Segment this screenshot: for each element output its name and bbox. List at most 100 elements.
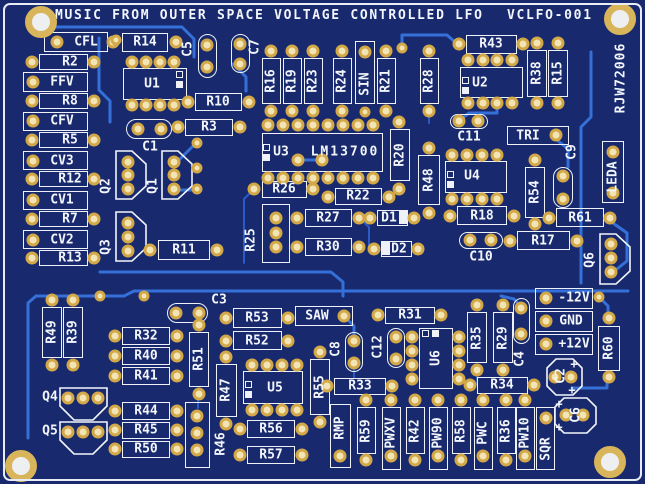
Q1-label: Q1 [145,178,161,194]
R47-label: R47 [218,378,234,402]
U3-pad [336,118,350,132]
SAW-pad [337,309,351,323]
R35-pad [470,298,484,312]
via-pad [593,291,605,303]
R22-label: R22 [346,188,370,204]
Q3-pad [121,216,135,230]
R31-label: R31 [398,307,422,323]
FFV-pad [26,75,40,89]
R55-label: R55 [312,375,328,399]
R46-label: R46 [213,432,229,456]
U5-pad [290,358,304,372]
U1-pad [139,98,153,112]
R35-label: R35 [469,326,485,350]
PWXV-label: PWXV [383,417,399,449]
R19-outline [283,58,302,104]
LEDA-pad [606,145,620,159]
R49-pad [45,358,59,372]
U3-type-label: LM13700 [310,144,380,160]
U5-pin1-mark [245,391,252,398]
R61-pad [603,211,617,225]
U4-pad [475,148,489,162]
mounting-hole [594,446,626,478]
PW10-pad [518,449,532,463]
C6-polarity-plus: + [555,397,563,411]
PW90-pad [431,393,445,407]
R55-pad [313,415,327,429]
via-pad [110,34,122,46]
U5-pad [290,403,304,417]
R39-pad [66,358,80,372]
R53-label: R53 [245,310,269,326]
U2-pin1-mark [462,77,469,84]
R27-label: R27 [316,210,340,226]
R18-pad [507,209,521,223]
R48-pad [422,141,436,155]
R55-pad [313,345,327,359]
R43-pad [452,37,466,51]
R36-pad [499,393,513,407]
C4-label: C4 [512,351,528,367]
C11-label: C11 [457,129,481,145]
C10-outline [459,232,503,249]
R56-label: R56 [259,421,283,437]
R21-label: R21 [378,69,394,93]
Q2-outline [115,150,147,200]
U1-label: U1 [144,76,160,92]
R47-outline [216,364,237,417]
C3-pad [192,306,206,320]
R45-label: R45 [134,422,158,438]
R53-pad [219,311,233,325]
R28-outline [420,58,439,104]
R28-label: R28 [421,69,437,93]
D2-label: D2 [391,241,407,257]
U3-pad [321,171,335,185]
U3-pin1-mark [263,154,270,161]
R2-pad [25,55,39,69]
C9-outline [553,167,573,208]
U4-pad [490,148,504,162]
R61-pad [542,211,556,225]
U4-pad [475,192,489,206]
R7-label: R7 [62,211,78,227]
R17-label: R17 [531,233,555,249]
U4-pad [445,192,459,206]
Q6-label: Q6 [582,252,598,268]
R51-outline [189,332,209,387]
R10-label: R10 [206,94,230,110]
R45-outline [122,422,170,439]
C7-pad [233,57,247,71]
via-pad [191,183,203,195]
R27-outline [305,209,352,227]
R20-label: R20 [392,143,408,167]
CFV-pad [26,114,40,128]
R59-pad [359,453,373,467]
PWXV-outline [382,407,401,470]
SIN-pad [358,45,372,59]
FFV-outline [23,72,88,92]
R48-outline [418,155,440,205]
U5-pad [275,403,289,417]
R23-pad [306,44,320,58]
R11-pad [143,243,157,257]
CV3-label: CV3 [50,153,74,169]
D1-cathode-band [399,211,407,224]
Q2-pad [121,182,135,196]
R12-label: R12 [58,171,82,187]
copper-trace [34,289,630,298]
R56-pad [295,422,309,436]
U1-pad [125,98,139,112]
R22-pad [321,190,335,204]
R50-outline [122,441,170,458]
R29-pad [496,363,510,377]
D2-cathode-band [382,242,390,255]
SAW-outline [295,306,353,326]
R49-pad [45,293,59,307]
via-pad [191,137,203,149]
Q4-pad [76,391,90,405]
R32-pad [170,329,184,343]
Q6-pad [604,265,618,279]
LEDA-pad [606,186,620,200]
R23-outline [304,58,323,104]
R14-outline [122,33,168,52]
